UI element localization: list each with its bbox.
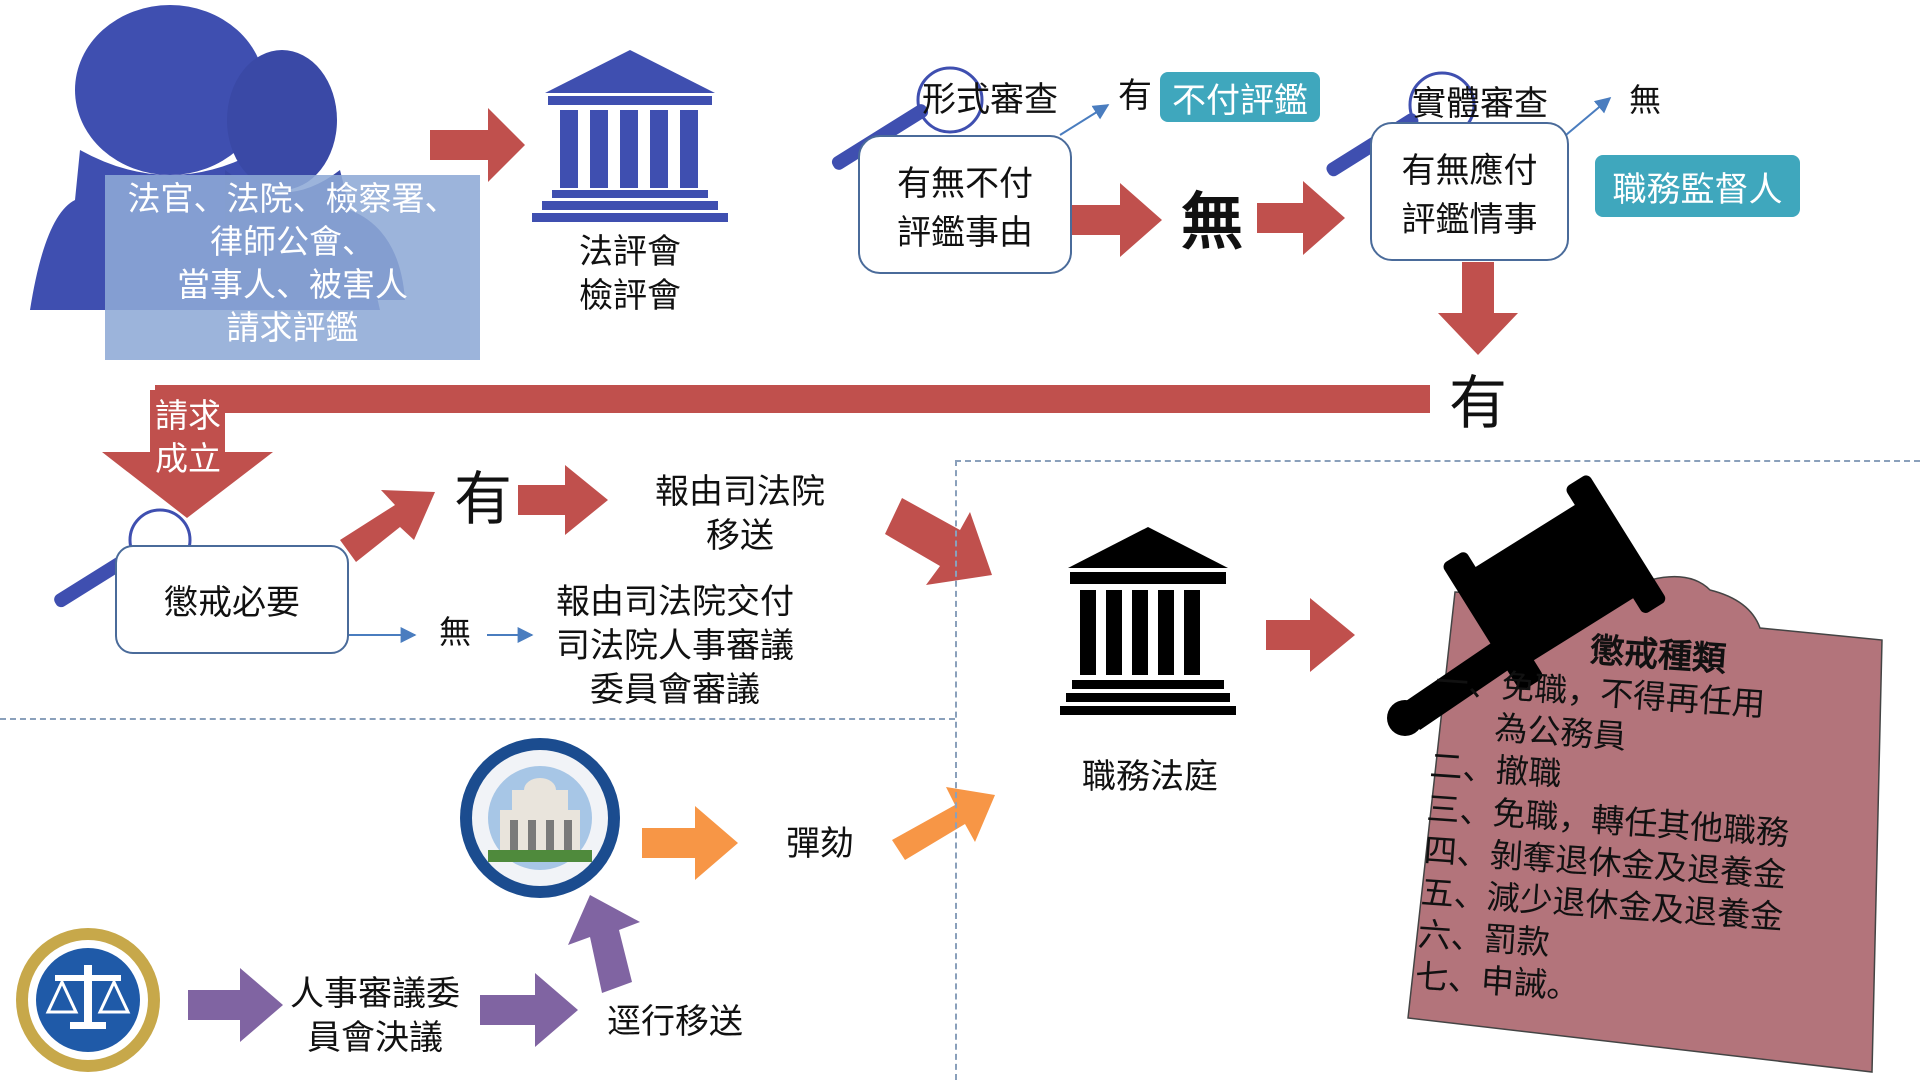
- formal-review-box: 有無不付 評鑑事由: [858, 135, 1072, 274]
- thin-arrows: [345, 96, 1612, 643]
- arrow-transfer-up: [568, 895, 640, 993]
- report-transfer-line-2: 移送: [706, 516, 774, 557]
- arrow-substantive-down: [1438, 262, 1518, 355]
- arrow-logo-to-resolution: [188, 968, 283, 1042]
- divider-vertical: [955, 460, 957, 1080]
- substantive-no-label: 無: [1628, 81, 1661, 119]
- requesters-line-4: 請求評鑑: [226, 307, 359, 347]
- punishment-items: 一、免職，不得再任用 為公務員 二、撤職 三、免職，轉任其他職務 四、剝奪退休金…: [1414, 661, 1876, 1029]
- arrow-report-to-court: [885, 498, 992, 585]
- arrow-none-to-substantive: [1257, 181, 1345, 255]
- personnel-review-line-1: 報由司法院交付: [556, 582, 794, 622]
- divider-middle-left: [0, 718, 955, 720]
- gavel-icon: [1387, 475, 1666, 736]
- resolution-text: 人事審議委 員會決議: [280, 972, 470, 1060]
- arrow-requesters-to-committee: [430, 108, 525, 182]
- arrow-court-to-punishment: [1266, 598, 1355, 672]
- court-label: 職務法庭: [1082, 757, 1218, 797]
- arrow-impeach-to-court: [892, 787, 995, 860]
- arrow-request-down: [102, 390, 273, 518]
- discipline-need-label: 懲戒必要: [164, 583, 300, 623]
- personnel-review-line-2: 司法院人事審議: [556, 626, 794, 667]
- arrow-controlyuan-to-impeach: [642, 806, 738, 880]
- arrow-yes-to-report: [518, 465, 608, 535]
- arrow-formal-to-none: [1072, 183, 1162, 257]
- formal-box-line-1: 有無不付: [897, 163, 1033, 204]
- personnel-review-text: 報由司法院交付 司法院人事審議 委員會審議: [540, 580, 810, 713]
- request-line-1: 請求: [155, 396, 221, 435]
- requesters-line-3: 當事人、被害人: [177, 264, 408, 304]
- purple-arrows: [188, 895, 640, 1047]
- formal-no-label: 無: [1180, 185, 1243, 258]
- court-building-icon: [1060, 527, 1236, 715]
- formal-review-title: 形式審查: [922, 80, 1058, 120]
- substantive-yes-label: 有: [1448, 369, 1507, 437]
- request-line-2: 成立: [155, 438, 221, 478]
- committee-line-1: 法評會: [579, 232, 681, 272]
- committee-line-2: 檢評會: [579, 276, 681, 317]
- substantive-review-box: 有無應付 評鑑情事: [1370, 122, 1569, 261]
- substantive-box-line-2: 評鑑情事: [1401, 199, 1538, 240]
- personnel-review-line-3: 委員會審議: [590, 670, 760, 711]
- long-return-bar: [155, 385, 1430, 413]
- committee-label: 法評會 檢評會: [540, 230, 720, 318]
- impeach-label: 彈劾: [786, 824, 854, 864]
- red-arrows: [102, 108, 1518, 672]
- formal-yes-label: 有: [1118, 76, 1152, 116]
- requesters-line-1: 法官、法院、檢察署、: [127, 179, 458, 218]
- requesters-panel: [105, 175, 480, 360]
- supervisor-badge: 職務監督人: [1595, 155, 1800, 217]
- request-established-label: 請求 成立: [148, 395, 228, 481]
- requesters-text: 法官、法院、檢察署、 律師公會、 當事人、被害人 請求評鑑: [105, 178, 480, 350]
- discipline-yes-label: 有: [453, 465, 512, 533]
- discipline-no-label: 無: [438, 613, 471, 651]
- building-icon: [532, 50, 728, 222]
- divider-top-right: [955, 460, 1920, 462]
- report-transfer-text: 報由司法院 移送: [640, 470, 840, 558]
- no-pay-evaluation-badge: 不付評鑑: [1160, 72, 1320, 122]
- requesters-line-2: 律師公會、: [210, 221, 375, 261]
- orange-arrows: [642, 787, 995, 880]
- formal-box-line-2: 評鑑事由: [897, 212, 1033, 253]
- arrow-resolution-to-transfer: [480, 973, 578, 1047]
- control-yuan-seal: [460, 738, 620, 898]
- resolution-line-2: 員會決議: [307, 1018, 443, 1059]
- judicial-yuan-logo: [16, 928, 160, 1072]
- arrow-discipline-to-yes: [340, 490, 435, 562]
- direct-transfer-label: 逕行移送: [607, 1002, 743, 1042]
- discipline-need-box: 懲戒必要: [115, 545, 349, 654]
- substantive-review-title: 實體審查: [1412, 84, 1548, 124]
- substantive-box-line-1: 有無應付: [1401, 150, 1538, 191]
- punishment-list: 懲戒種類 一、免職，不得再任用 為公務員 二、撤職 三、免職，轉任其他職務 四、…: [1414, 620, 1879, 1028]
- report-transfer-line-1: 報由司法院: [655, 472, 825, 512]
- resolution-line-1: 人事審議委: [290, 974, 460, 1014]
